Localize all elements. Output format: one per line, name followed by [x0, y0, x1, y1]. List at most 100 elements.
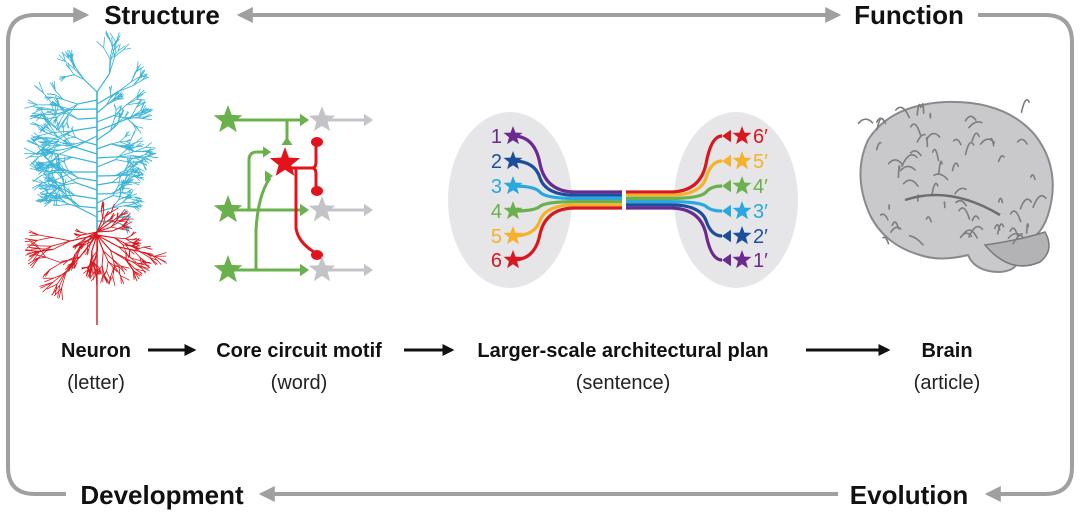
dendrite-segment — [27, 99, 38, 106]
dendrite-segment — [118, 266, 121, 276]
dendrite-segment — [54, 109, 73, 115]
synapse-terminal-icon — [364, 113, 373, 127]
dendrite-segment — [136, 173, 144, 178]
sulcus — [931, 182, 939, 197]
dendrite-segment — [41, 124, 50, 130]
dendrite-segment — [137, 167, 145, 172]
synapse-terminal-icon — [265, 170, 273, 182]
dendrite-segment — [57, 136, 74, 147]
dendrite-segment — [45, 131, 59, 138]
dendrite-segment — [125, 235, 132, 240]
inhibitory-bouton — [311, 186, 323, 196]
dendrite-segment — [45, 164, 55, 168]
dendrite-segment — [112, 265, 116, 278]
dendrite-segment — [125, 238, 134, 244]
dendrite-segment — [127, 188, 133, 193]
sulcus — [1032, 195, 1047, 209]
dendrite-segment — [118, 246, 132, 259]
dendrite-segment — [96, 130, 112, 141]
synapse-terminal-icon — [722, 253, 731, 267]
dendrite-segment — [142, 114, 151, 119]
dendrite-segment — [67, 136, 77, 139]
dendrite-segment — [66, 113, 69, 123]
target-module-label: 1′ — [753, 250, 768, 272]
stage-analogy-article: (article) — [914, 372, 981, 394]
synapse-terminal-icon — [722, 179, 731, 193]
dendrite-segment — [33, 132, 42, 139]
dendrite-segment — [132, 237, 138, 241]
dendrite-segment — [138, 261, 151, 264]
dendrite-segment — [57, 104, 68, 113]
dendrite-segment — [49, 193, 57, 198]
dendrite-segment — [132, 79, 143, 86]
dendrite-segment — [31, 182, 43, 189]
neuron-star-icon — [308, 256, 336, 282]
dendrite-segment — [126, 166, 134, 173]
source-region — [448, 112, 572, 288]
dendrite-segment — [49, 183, 57, 189]
dendrite-segment — [133, 205, 141, 210]
dendrite-segment — [37, 166, 45, 173]
sulcus — [909, 123, 922, 136]
dendrite-segment — [43, 164, 50, 175]
neuron-star-icon — [503, 250, 523, 269]
dendrite-segment — [109, 118, 115, 132]
neuron-star-icon — [503, 126, 523, 145]
sulcus — [958, 207, 971, 220]
dendrite-segment — [117, 45, 126, 52]
dendrite-segment — [140, 101, 145, 111]
dendrite-segment — [31, 162, 40, 172]
dendrite-segment — [124, 112, 130, 118]
dendrite-segment — [27, 244, 39, 247]
projection-fiber — [512, 159, 622, 197]
dendrite-segment — [134, 196, 142, 200]
dendrite-segment — [60, 76, 67, 80]
dendrite-segment — [83, 269, 89, 274]
dendrite-segment — [146, 151, 155, 155]
source-module-label: 1 — [491, 126, 502, 148]
sulcus — [931, 148, 940, 162]
dendrite-segment — [100, 208, 104, 219]
dendrite-segment — [135, 137, 143, 143]
dendrite-segment — [45, 269, 51, 277]
dendrite-segment — [119, 210, 128, 216]
dendrite-segment — [118, 105, 122, 113]
dendrite-segment — [110, 85, 113, 92]
dendrite-segment — [96, 234, 120, 248]
dendrite-segment — [124, 211, 130, 215]
dendrite-segment — [117, 117, 125, 123]
dendrite-segment — [45, 138, 52, 144]
dendrite-segment — [54, 90, 64, 100]
dendrite-segment — [129, 142, 136, 146]
dendrite-segment — [67, 54, 73, 61]
dendrite-segment — [56, 196, 69, 200]
dendrite-segment — [43, 92, 54, 106]
loop-left-arrow — [6, 7, 90, 496]
dendrite-segment — [96, 41, 105, 49]
dendrite-segment — [31, 137, 42, 141]
dendrite-segment — [40, 281, 54, 289]
dendrite-segment — [43, 142, 51, 147]
dendrite-segment — [130, 257, 141, 267]
dendrite-segment — [102, 274, 107, 282]
dendrite-segment — [127, 118, 135, 126]
dendrite-segment — [132, 270, 138, 282]
sulcus — [964, 115, 977, 122]
projection-fiber — [512, 184, 622, 200]
label-development: Development — [80, 480, 244, 510]
dendrite-segment — [110, 49, 115, 60]
dendrite-segment — [132, 170, 138, 178]
dendrite-segment — [59, 120, 64, 128]
dendrite-segment — [136, 93, 144, 100]
synapse-terminal-icon — [300, 263, 309, 277]
dendrite-segment — [134, 65, 140, 73]
dendrite-segment — [124, 134, 131, 138]
dendrite-segment — [110, 41, 116, 58]
dendrite-segment — [67, 169, 79, 179]
dendrite-segment — [61, 287, 63, 301]
dendrite-segment — [125, 216, 132, 219]
dendrite-segment — [125, 259, 134, 272]
label-evolution: Evolution — [850, 480, 968, 510]
dendrite-segment — [49, 262, 62, 271]
dendrite-segment — [42, 281, 54, 293]
